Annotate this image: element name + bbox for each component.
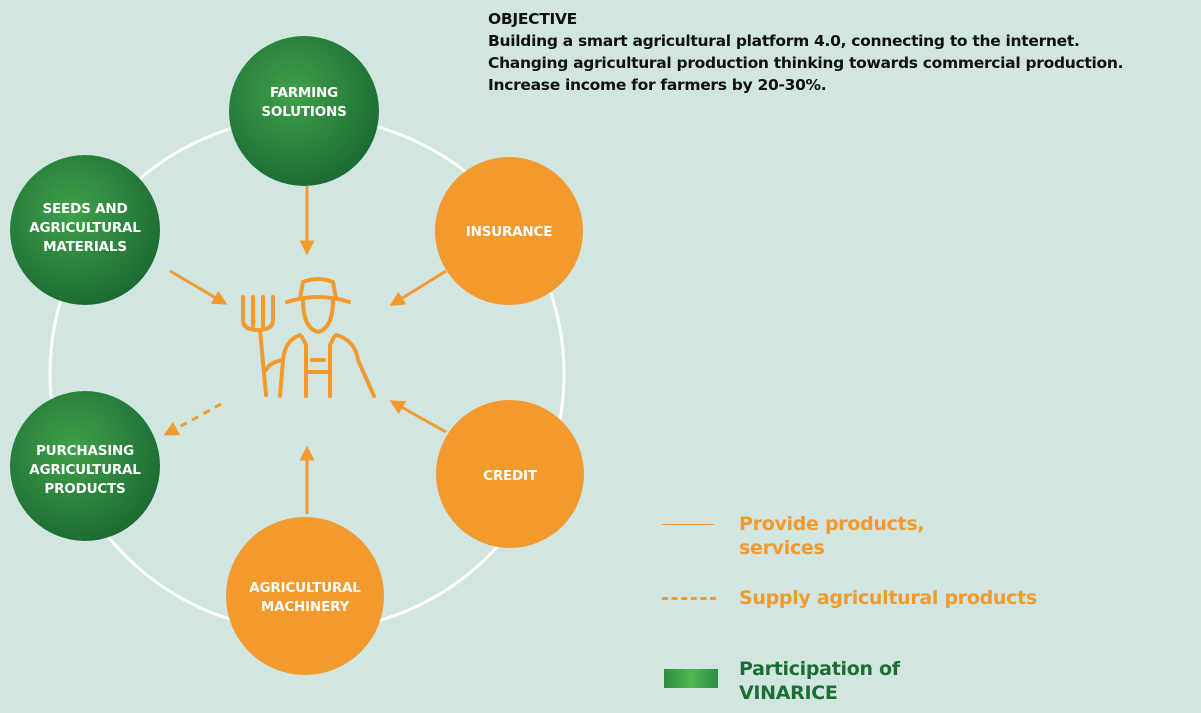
objective-line-2: Changing agricultural production thinkin… [488, 54, 1124, 72]
node-insurance: INSURANCE [435, 157, 583, 305]
arrow-credit [389, 400, 447, 434]
legend-participation-line-1: Participation of [739, 658, 900, 680]
legend-provide-line-1: Provide products, [739, 513, 925, 535]
legend-provide-line-2: services [739, 537, 825, 559]
legend-supply-label: Supply agricultural products [739, 587, 1037, 609]
arrow-seeds-materials [169, 269, 228, 305]
legend-participation-label: Participation of VINARICE [739, 657, 900, 705]
objective-heading: OBJECTIVE [488, 10, 577, 28]
legend-participation-line-2: VINARICE [739, 682, 838, 704]
farmer-with-pitchfork-icon [241, 277, 376, 398]
legend-dashed-line-swatch [662, 597, 716, 600]
objective-line-1: Building a smart agricultural platform 4… [488, 32, 1080, 50]
node-credit: CREDIT [436, 400, 584, 548]
svg-text:CREDIT: CREDIT [483, 468, 538, 484]
legend-green-swatch [664, 669, 718, 688]
svg-text:INSURANCE: INSURANCE [466, 224, 552, 240]
objective-block: OBJECTIVE Building a smart agricultural … [488, 8, 1200, 96]
legend-provide-label: Provide products, services [739, 512, 925, 560]
objective-line-3: Increase income for farmers by 20-30%. [488, 76, 827, 94]
arrow-purchasing-dashed [163, 402, 222, 436]
arrow-insurance [389, 269, 447, 306]
legend-solid-line-swatch [662, 524, 714, 525]
